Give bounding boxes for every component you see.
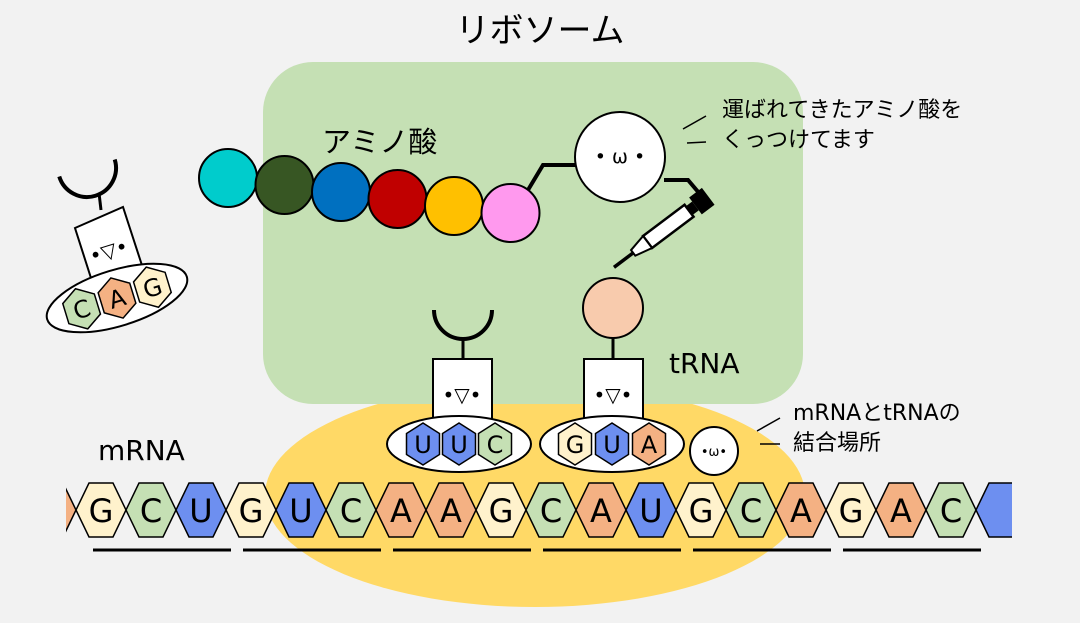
mrna-base-hexagon — [425, 482, 477, 538]
bound-trna-1-base-letter: U — [414, 431, 432, 459]
mrna-base-hexagon — [825, 482, 877, 538]
bound-trna-2-base-hexagon — [594, 422, 630, 466]
mrna-label: mRNA — [98, 434, 185, 467]
mrna-base-letter: C — [340, 492, 362, 530]
mrna-base-letter: C — [940, 492, 962, 530]
mrna-base-hexagon — [925, 482, 977, 538]
amino-acid-bead — [198, 148, 258, 208]
title: リボソーム — [456, 11, 625, 51]
floating-trna-base-hexagon — [61, 287, 102, 330]
mrna-base-hexagon — [875, 482, 927, 538]
mrna-base-hexagon — [275, 482, 327, 538]
mrna-base-hexagon — [525, 482, 577, 538]
pipette-icon — [612, 187, 715, 269]
mrna-base-letter: G — [239, 492, 264, 530]
ribosome-face-expression: • ω • — [595, 146, 645, 168]
amino-acid-bead — [480, 183, 541, 243]
mrna-base-letter: U — [189, 492, 212, 530]
mrna-base-hexagon — [75, 482, 127, 538]
binding-site-note-line1: mRNAとtRNAの — [793, 401, 961, 426]
bound-trna-2-face: •▽• — [594, 383, 633, 407]
small-subunit-face — [689, 426, 739, 476]
mrna-base-letter: U — [289, 492, 312, 530]
mrna-base-letter: C — [740, 492, 762, 530]
floating-trna-base-hexagon — [97, 277, 137, 319]
mrna-base-letter: G — [489, 492, 514, 530]
mrna-base-letter: A — [890, 492, 912, 530]
incoming-amino-acid — [582, 277, 644, 339]
bound-trna-1-base-hexagon — [405, 422, 441, 466]
peptide-bond-line — [526, 163, 578, 192]
bound-trna-2-base-letter: G — [566, 431, 585, 459]
bound-trna-1-base-letter: U — [450, 431, 468, 459]
mrna-base-hexagon — [625, 482, 677, 538]
floating-trna-cup — [57, 158, 118, 199]
mrna-base-hexagon — [675, 482, 727, 538]
joining-note-pointer-1 — [682, 115, 707, 130]
bound-trna-1-base-hexagon — [441, 422, 477, 466]
mrna-base-hexagon — [775, 482, 827, 538]
amino-acid-bead — [254, 155, 315, 215]
bound-trna-1-base-letter: C — [487, 431, 504, 459]
amino-acid-label: アミノ酸 — [322, 125, 437, 159]
bound-trna-1-cup — [432, 309, 494, 341]
amino-acid-bead — [424, 176, 484, 236]
binding-site-note-line2: 結合場所 — [793, 431, 881, 456]
mrna-base-letter: G — [839, 492, 864, 530]
floating-trna-base-hexagon — [132, 266, 173, 309]
mrna-base-hexagon — [375, 482, 427, 538]
mrna-base-letter: A — [390, 492, 412, 530]
small-subunit-face-expression: •ω• — [701, 445, 727, 460]
mrna-base-letter: A — [590, 492, 612, 530]
bound-trna-1-base-hexagon — [477, 422, 513, 466]
ribosome-face — [574, 111, 666, 203]
bound-trna-2-base-letter: A — [641, 431, 658, 459]
bound-trna-1-face: •▽• — [443, 383, 482, 407]
mrna-edge-base — [66, 487, 77, 533]
amino-acid-chain — [198, 148, 541, 243]
mrna-base-letter: G — [89, 492, 114, 530]
bound-trna-2-base-hexagon — [631, 422, 667, 466]
mrna-base-hexagon — [575, 482, 627, 538]
joining-note-line2: くっつけてます — [722, 128, 875, 153]
trna-label: tRNA — [669, 347, 740, 380]
mrna-base-hexagon — [475, 482, 527, 538]
mrna-base-letter: C — [140, 492, 162, 530]
mrna-base-letter: C — [540, 492, 562, 530]
mrna-base-letter: G — [689, 492, 714, 530]
mrna-base-hexagon — [175, 482, 227, 538]
bound-trna-2-base-hexagon — [557, 422, 593, 466]
joining-note-line1: 運ばれてきたアミノ酸を — [722, 98, 962, 123]
mrna-base-letter: A — [790, 492, 812, 530]
mrna-base-hexagon — [225, 482, 277, 538]
bound-trna-2-base-letter: U — [603, 431, 621, 459]
joining-note-pointer-2 — [686, 141, 707, 144]
amino-acid-bead — [367, 169, 428, 229]
mrna-base-letter: U — [639, 492, 662, 530]
mrna-base-hexagon — [325, 482, 377, 538]
mrna-edge-base — [975, 482, 1012, 538]
mrna-base-hexagon — [125, 482, 177, 538]
binding-site-pointer-1 — [756, 417, 781, 432]
ribosome-large-subunit — [263, 62, 803, 404]
amino-acid-bead — [311, 162, 371, 222]
mrna-base-hexagon — [725, 482, 777, 538]
mrna-base-letter: A — [440, 492, 462, 530]
